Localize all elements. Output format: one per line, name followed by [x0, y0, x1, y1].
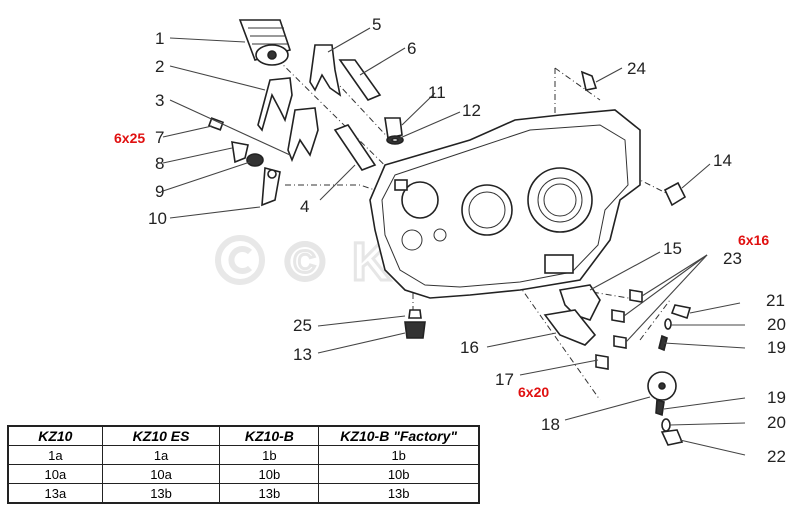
- callout-22: 22: [767, 447, 786, 466]
- bolt-size-labels: 6x25 6x16 6x20: [114, 130, 769, 400]
- table-cell: 13b: [318, 483, 480, 504]
- table-header-row: KZ10 KZ10 ES KZ10-B KZ10-B "Factory": [7, 425, 480, 446]
- callout-19b: 19: [767, 388, 786, 407]
- callout-14: 14: [713, 151, 732, 170]
- callout-18: 18: [541, 415, 560, 434]
- part-shift-drum: [238, 19, 292, 66]
- callout-19: 19: [767, 338, 786, 357]
- callout-1: 1: [155, 29, 164, 48]
- callout-3: 3: [155, 91, 164, 110]
- part-shift-forks: [257, 44, 342, 163]
- col-header: KZ10-B: [219, 425, 320, 446]
- callout-25: 25: [293, 316, 312, 335]
- callout-7: 7: [155, 128, 164, 147]
- table-cell: 10a: [101, 464, 221, 484]
- callout-23: 23: [723, 249, 742, 268]
- callout-6: 6: [407, 39, 416, 58]
- table-cell: 1a: [7, 445, 103, 465]
- callout-11: 11: [428, 83, 446, 102]
- callout-12: 12: [462, 101, 481, 120]
- table-cell: 10b: [219, 464, 320, 484]
- part-shafts: [333, 59, 382, 171]
- col-header: KZ10: [7, 425, 103, 446]
- callout-17: 17: [495, 370, 514, 389]
- callout-numbers: 1 2 3 4 5 6 7 8 9 10 11 12 13 14 15 16 1…: [148, 15, 786, 466]
- table-cell: 13a: [7, 483, 103, 504]
- col-header: KZ10 ES: [101, 425, 221, 446]
- callout-15: 15: [663, 239, 682, 258]
- part-right-items: [404, 70, 692, 446]
- callout-20: 20: [767, 315, 786, 334]
- table-cell: 1b: [318, 445, 480, 465]
- callout-20b: 20: [767, 413, 786, 432]
- table-row: 1a 1a 1b 1b: [7, 445, 480, 465]
- callout-9: 9: [155, 182, 164, 201]
- table-cell: 10a: [7, 464, 103, 484]
- size-label-6x16: 6x16: [738, 232, 769, 248]
- callout-2: 2: [155, 57, 164, 76]
- table-cell: 1a: [101, 445, 221, 465]
- table-cell: 13b: [219, 483, 320, 504]
- table-row: 10a 10a 10b 10b: [7, 464, 480, 484]
- size-label-6x25: 6x25: [114, 130, 145, 146]
- part-crankcase: [369, 109, 641, 299]
- callout-4: 4: [300, 197, 309, 216]
- table-cell: 1b: [219, 445, 320, 465]
- size-label-6x20: 6x20: [518, 384, 549, 400]
- callout-5: 5: [372, 15, 381, 34]
- table-row: 13a 13b 13b 13b: [7, 483, 480, 504]
- callout-24: 24: [627, 59, 646, 78]
- leader-lines: [162, 27, 746, 456]
- callout-16: 16: [460, 338, 479, 357]
- callout-13: 13: [293, 345, 312, 364]
- callout-21: 21: [766, 291, 785, 310]
- callout-10: 10: [148, 209, 167, 228]
- col-header: KZ10-B "Factory": [318, 425, 480, 446]
- callout-8: 8: [155, 154, 164, 173]
- part-small-items: [207, 117, 404, 207]
- table-cell: 13b: [101, 483, 221, 504]
- model-variant-table: KZ10 KZ10 ES KZ10-B KZ10-B "Factory" 1a …: [7, 425, 480, 504]
- table-cell: 10b: [318, 464, 480, 484]
